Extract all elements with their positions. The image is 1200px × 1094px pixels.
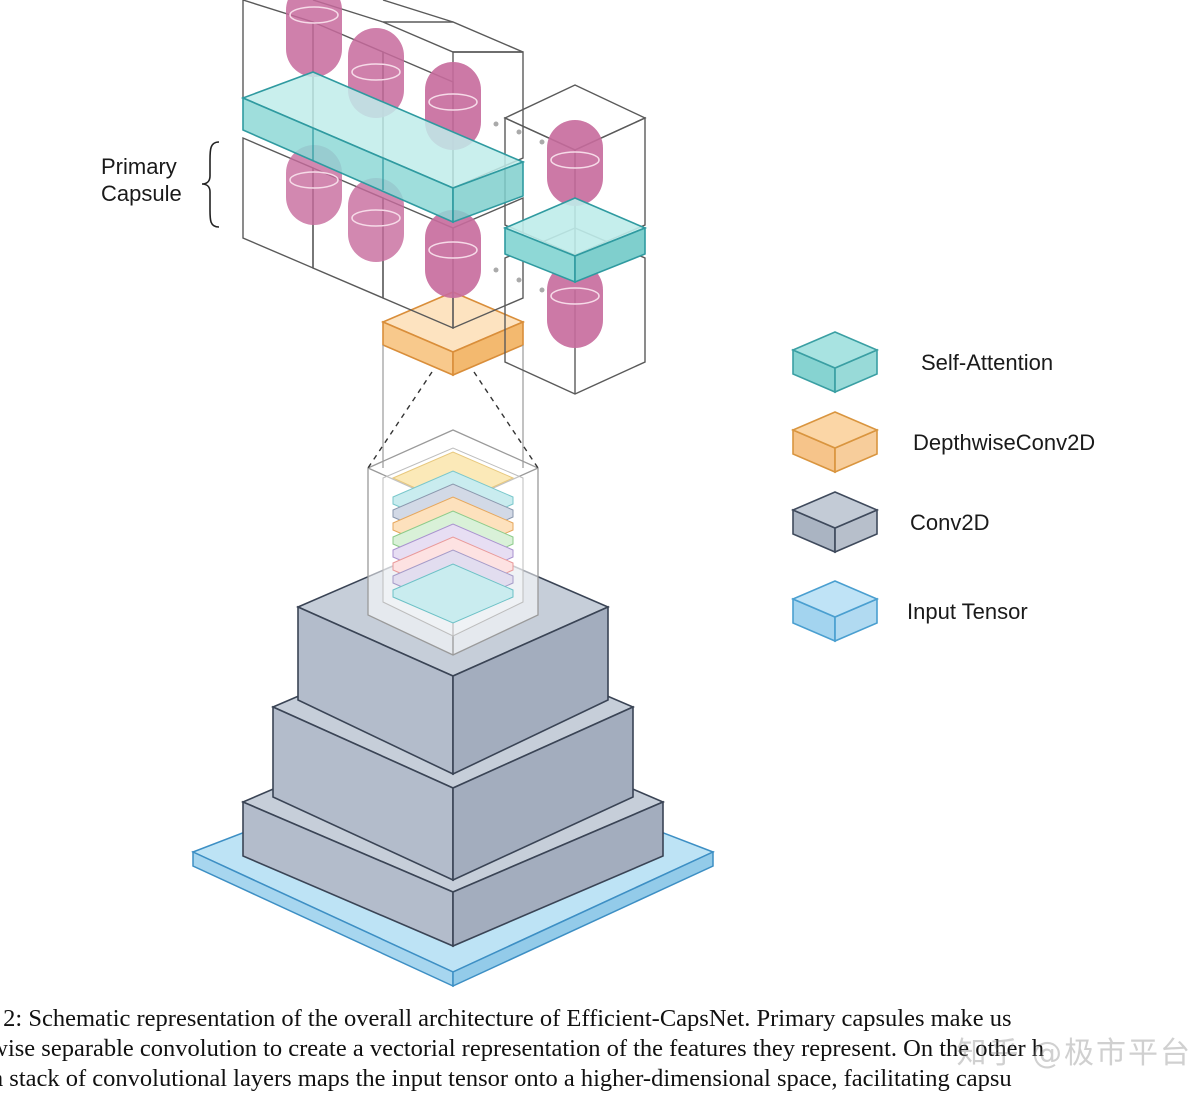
legend-label: Self-Attention bbox=[921, 350, 1053, 375]
feature-stack bbox=[367, 429, 539, 656]
legend-label: DepthwiseConv2D bbox=[913, 430, 1095, 455]
capsule-pill bbox=[425, 210, 481, 298]
legend-label: Conv2D bbox=[910, 510, 989, 535]
curly-brace bbox=[201, 141, 220, 228]
watermark-logo: 知乎 @极市平台 bbox=[956, 1036, 1192, 1071]
primary-capsule-label-line1: Primary bbox=[101, 154, 177, 179]
legend-swatch-top bbox=[790, 411, 880, 449]
legend-label: Input Tensor bbox=[907, 599, 1028, 624]
capsule-pill bbox=[547, 262, 603, 348]
caption-line-2: hwise separable convolution to create a … bbox=[0, 1035, 1044, 1062]
self-attention-slab-right bbox=[502, 197, 648, 284]
legend-item: DepthwiseConv2D bbox=[790, 411, 1095, 474]
capsule-pill bbox=[547, 120, 603, 206]
legend-item: Conv2D bbox=[790, 491, 989, 554]
column-outline bbox=[382, 345, 524, 468]
feature-slices bbox=[391, 451, 515, 624]
capsule-pill bbox=[286, 0, 342, 77]
legend-item: Self-Attention bbox=[790, 331, 1053, 394]
legend-swatch-top bbox=[790, 331, 880, 369]
capsule-pill bbox=[348, 178, 404, 262]
architecture-diagram: Primary Capsule Self-AttentionDepthwiseC… bbox=[101, 0, 1095, 988]
self-attention-slab-left bbox=[240, 71, 526, 224]
caption-line-1: re 2: Schematic representation of the ov… bbox=[0, 1005, 1012, 1032]
legend-swatch-top bbox=[790, 580, 880, 618]
legend-item: Input Tensor bbox=[790, 580, 1028, 643]
ellipsis-dots bbox=[493, 121, 545, 293]
primary-capsule-label-line2: Capsule bbox=[101, 181, 182, 206]
legend-swatch-top bbox=[790, 491, 880, 529]
